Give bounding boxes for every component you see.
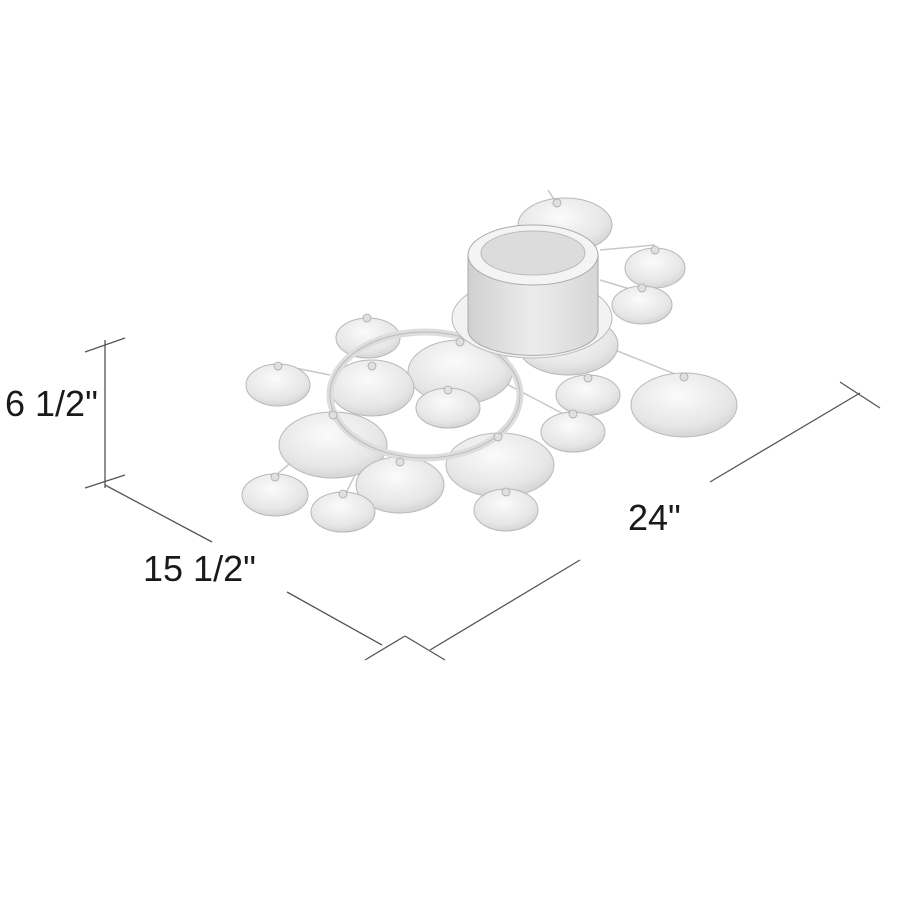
width-label: 24" bbox=[628, 497, 681, 538]
depth-label: 15 1/2" bbox=[143, 548, 256, 589]
height-dimension-line bbox=[84, 337, 126, 489]
finials bbox=[270, 198, 689, 499]
glass-shades bbox=[241, 197, 738, 533]
height-label: 6 1/2" bbox=[5, 383, 98, 424]
ceiling-canopy bbox=[451, 224, 613, 359]
width-dimension-line bbox=[404, 381, 881, 661]
depth-dimension-line bbox=[104, 484, 406, 661]
